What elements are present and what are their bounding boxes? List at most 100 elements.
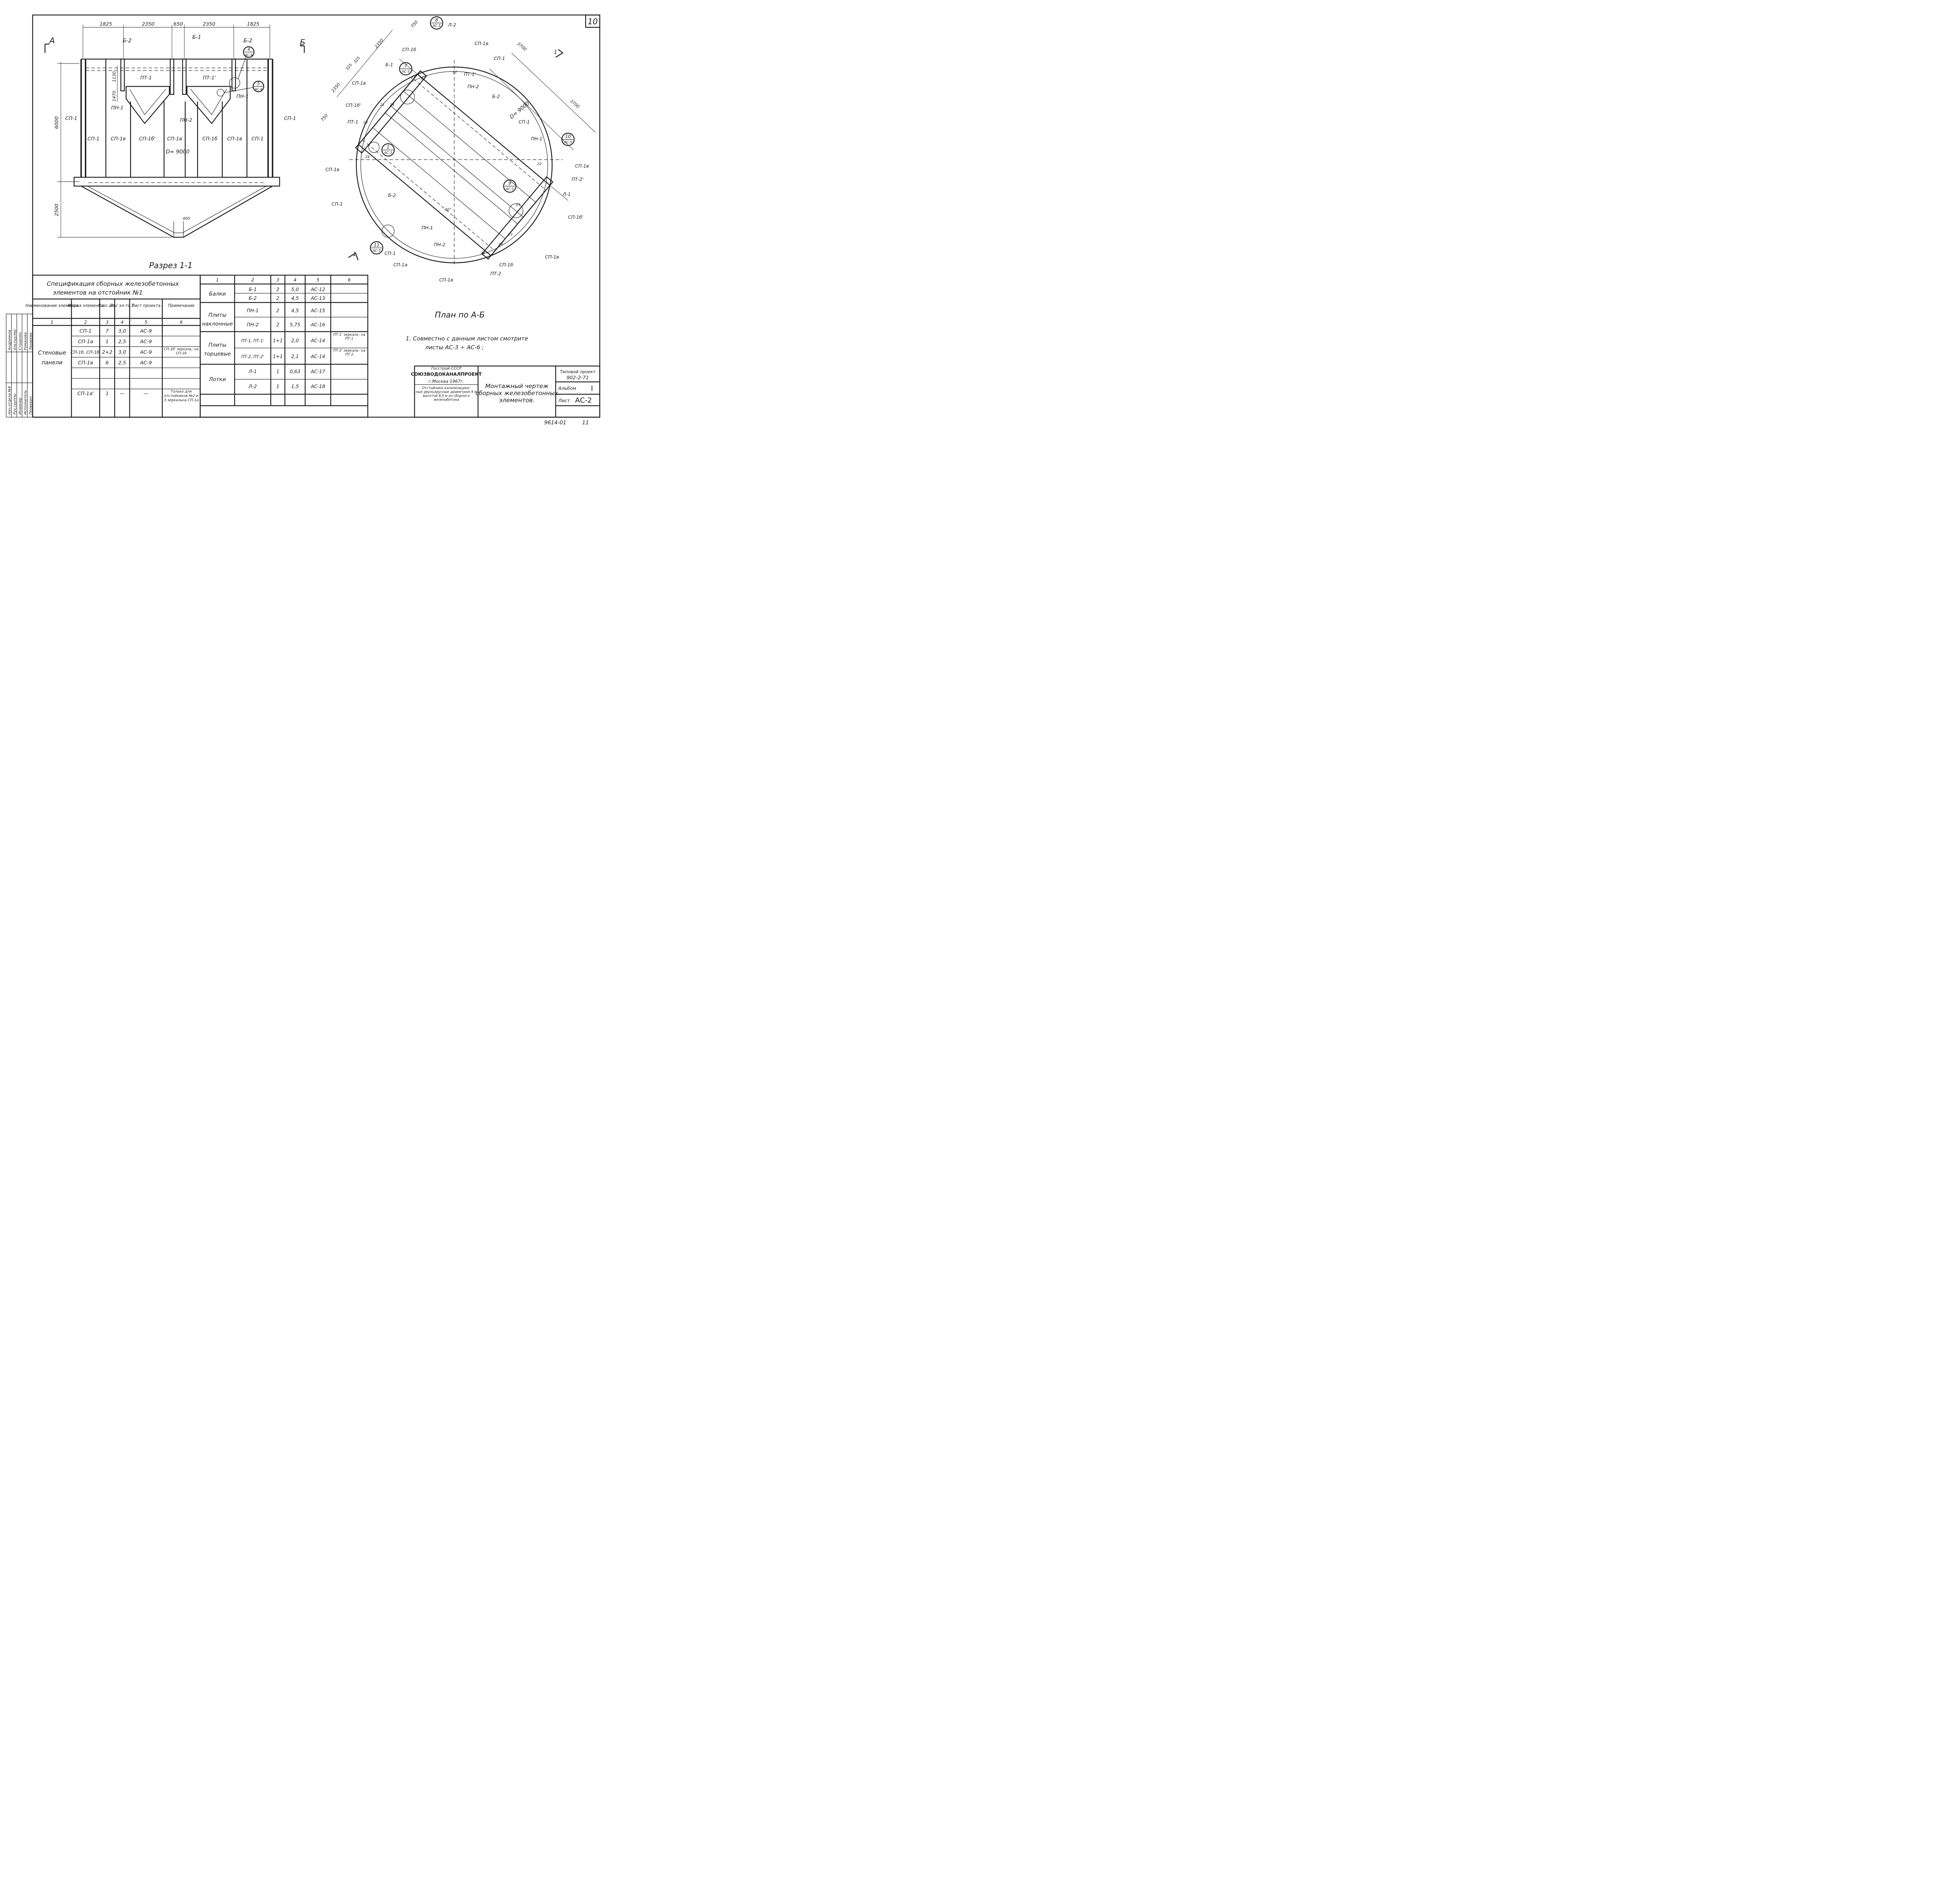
spec-row2-weight: 2,5 [118, 338, 126, 344]
label-b2-right: Б-2 [243, 38, 252, 44]
plan-label-sp1-right: СП-1 [519, 119, 530, 125]
plan-label-sp1-top: СП-1 [494, 56, 505, 61]
spec-title-1: Спецификация сборных железобетонных [47, 280, 179, 287]
label-pn1-left: ПН-1 [111, 105, 124, 111]
spec2-colno-6: 6 [348, 277, 350, 283]
side-stamp [6, 314, 33, 417]
joint-no-1: 22 [452, 71, 457, 74]
plan-bubble-10-num: 10 [565, 134, 571, 139]
plan-bubble-10-ref: АС-5 [564, 141, 572, 145]
spec-row4-mark: СП-1в [78, 359, 93, 365]
plan-label-sp1v-bottom: СП-1в [439, 277, 454, 283]
side-role-1: Нач.отдела №8 [8, 386, 12, 414]
plan-label-sp1b-bottom: СП-1б [499, 262, 514, 268]
plan-dim-325-b: 325 [353, 56, 361, 64]
spec2-g2r1-weight: 4,5 [291, 308, 299, 314]
stamp-org-2: СОЮЗВОДОКАНАЛПРОЕКТ [411, 372, 482, 377]
spec2-g3r2-mark: ПТ-2, ПТ-2' [241, 355, 264, 359]
plan-bubble-11-ref: АС-5 [372, 249, 381, 253]
spec-colno-2: 2 [84, 320, 87, 325]
joint-no-10: 24 [498, 243, 503, 247]
plan-label-l1: Л-1 [563, 192, 571, 197]
bottom-code-left: 9614-01 [544, 419, 566, 426]
plan-label-b2-top: Б-2 [492, 94, 500, 99]
plan-dim-325-a: 325 [345, 63, 353, 71]
spec2-g1r1-mark: Б-1 [249, 287, 256, 292]
plan-view [337, 16, 596, 267]
label-sp1-outer-right: СП-1 [284, 115, 296, 121]
spec2-g1r2-sheet: АС-13 [310, 296, 325, 301]
spec2-g1r1-qty: 2 [276, 287, 279, 292]
spec-row3-qty: 2+2 [102, 349, 113, 355]
plan-diameter: D= 9000 [508, 100, 531, 120]
section-label-b: Б [300, 38, 305, 47]
bubble-5-ref: АС-4 [254, 87, 262, 91]
note-line-2: листы АС-3 ÷ АС-6 ; [425, 345, 484, 351]
sheet-number: 10 [588, 17, 598, 26]
plan-bubble-1-num: 1 [387, 144, 389, 150]
spec2-g1r1-sheet: АС-12 [310, 287, 325, 292]
joint-no-2: 22 [421, 77, 425, 81]
joint-no-7: 24 [365, 155, 370, 159]
title-block [414, 365, 601, 418]
spec2-group3-name-2: торцевые [204, 351, 231, 357]
spec-header-6: Примечание [168, 303, 195, 308]
sheet-number-box [585, 15, 601, 28]
side-name-3: Стоценко [18, 332, 22, 350]
plan-dim-3700-b: 3700 [569, 98, 581, 109]
spec2-g3r2-sheet: АС-14 [310, 354, 325, 359]
spec-row2-qty: 1 [105, 338, 109, 344]
spec2-g4r2-weight: 1,5 [291, 384, 299, 389]
spec-table-right [200, 274, 368, 418]
plan-label-pn1-right: ПН-1 [531, 136, 543, 142]
spec2-g3r1-sheet: АС-14 [310, 338, 325, 343]
spec2-group2-name-2: наклонные [202, 321, 233, 327]
dim-6000: 6000 [54, 116, 60, 129]
stamp-desc-2: ные двухъярусные диаметром 9 м [416, 390, 477, 394]
stamp-project-num: 902-2-71 [566, 375, 589, 381]
stamp-desc-3: высотой 8,5 м из сборного [423, 394, 470, 398]
spec2-g4r1-qty: 1 [276, 369, 279, 374]
label-pt1p: ПТ-1' [203, 75, 216, 81]
spec2-colno-4: 4 [294, 277, 296, 283]
spec-group-name-2: панели [42, 359, 62, 366]
plan-label-pt1p: ПТ-1' [464, 72, 476, 77]
spec-table-left [32, 274, 201, 418]
dim-1470: 1470 [112, 91, 117, 102]
spec2-g1r2-qty: 2 [276, 296, 279, 301]
stamp-title-3: элементов. [499, 397, 535, 404]
plan-dim-2350-left: 2350 [330, 82, 341, 93]
spec2-g1r2-mark: Б-2 [249, 296, 256, 301]
plan-label-sp1-bottom: СП-1 [385, 250, 396, 256]
joint-no-9: 23 [516, 203, 521, 207]
plan-label-pt1: ПТ-1 [348, 119, 359, 125]
plan-bubble-7-ref: АС-5 [401, 70, 410, 74]
spec-colno-4: 4 [121, 320, 123, 325]
spec2-g4r1-weight: 0,63 [290, 369, 300, 374]
spec-header-5: Лист проекта [131, 303, 160, 308]
spec-colno-5: 5 [145, 320, 147, 325]
spec2-g4r2-sheet: АС-18 [310, 384, 325, 389]
joint-no-12: 24 [481, 251, 485, 255]
spec-colno-1: 1 [51, 320, 53, 325]
spec2-g4r1-sheet: АС-17 [310, 369, 325, 374]
stamp-desc-4: железобетона [433, 398, 459, 402]
spec2-g2r1-qty: 2 [276, 308, 279, 314]
plan-dim-750-left: 750 [320, 113, 329, 122]
label-b2-left: Б-2 [123, 38, 132, 44]
plan-bubble-1-ref: АС-3 [384, 151, 392, 155]
bubble-5-num: 5 [257, 81, 260, 86]
spec-row3-mark: СП-1б, СП-1б' [71, 350, 100, 355]
spec-colno-6: 6 [180, 320, 183, 325]
spec2-g2r1-mark: ПН-1 [247, 308, 258, 314]
spec2-colno-3: 3 [276, 277, 279, 283]
joint-no-6: 22 [363, 121, 368, 125]
spec-header-4: Вес эл-та Т [110, 303, 134, 308]
plan-bubble-9-ref: АС-5 [505, 187, 514, 191]
stamp-sheet-num: АС-2 [575, 396, 592, 405]
stamp-sheet-label: Лист [558, 398, 570, 403]
plan-bubble-9-num: 9 [508, 180, 511, 186]
spec2-g2r1-sheet: АС-15 [310, 308, 325, 314]
plan-bubble-8-num: 8 [435, 17, 438, 23]
spec-row1-qty: 7 [105, 328, 109, 334]
